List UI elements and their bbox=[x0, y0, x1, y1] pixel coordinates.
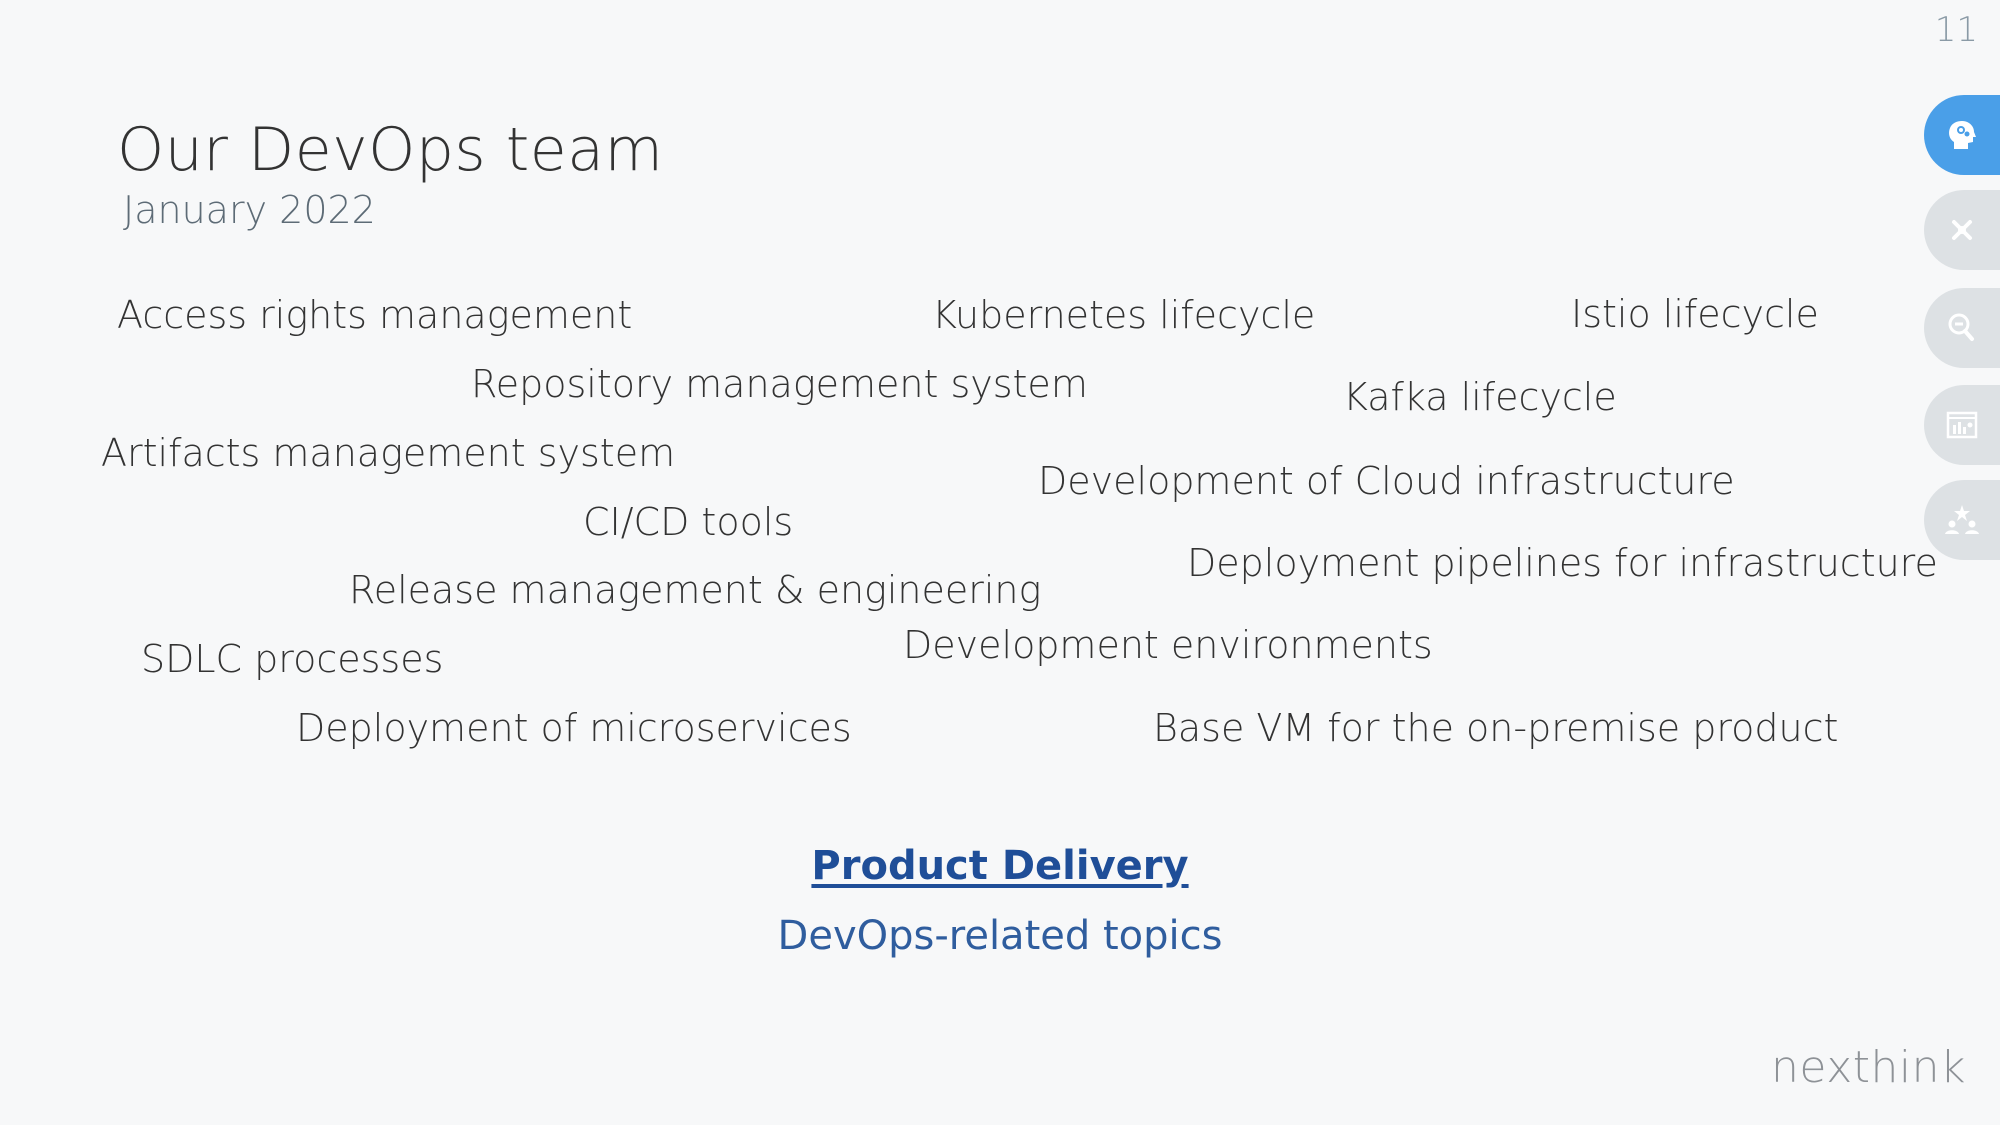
topic-cicd: CI/CD tools bbox=[583, 500, 794, 544]
slide-subtitle: January 2022 bbox=[123, 188, 376, 232]
topic-dev-environments: Development environments bbox=[903, 623, 1433, 667]
team-star-icon bbox=[1945, 505, 1979, 534]
topic-kubernetes: Kubernetes lifecycle bbox=[932, 293, 1316, 337]
topic-repository: Repository management system bbox=[471, 362, 1088, 406]
topic-cloud-infra: Development of Cloud infrastructure bbox=[1038, 459, 1735, 503]
topic-kafka: Kafka lifecycle bbox=[1343, 375, 1617, 419]
topic-istio: Istio lifecycle bbox=[1571, 292, 1819, 336]
topic-base-vm: Base VM for the on-premise product bbox=[1153, 706, 1839, 750]
chart-icon bbox=[1946, 411, 1978, 439]
topic-access-rights: Access rights management bbox=[117, 293, 633, 337]
nav-head-gears[interactable] bbox=[1924, 95, 2000, 175]
nav-chart[interactable] bbox=[1924, 385, 2000, 465]
nexthink-logo: nexthink bbox=[1771, 1042, 1966, 1093]
tools-icon bbox=[1952, 220, 1972, 240]
topic-release-mgmt: Release management & engineering bbox=[349, 568, 1042, 612]
nav-team[interactable] bbox=[1924, 480, 2000, 560]
head-gears-icon bbox=[1949, 121, 1976, 149]
nav-search[interactable] bbox=[1924, 288, 2000, 368]
topic-artifacts: Artifacts management system bbox=[101, 431, 676, 475]
topic-deploy-pipelines: Deployment pipelines for infrastructure bbox=[1187, 541, 1938, 585]
page-number: 11 bbox=[1934, 10, 1978, 50]
devops-topics-caption: DevOps-related topics bbox=[777, 913, 1223, 959]
nav-tools[interactable] bbox=[1924, 190, 2000, 270]
topic-microservices: Deployment of microservices bbox=[296, 706, 852, 750]
topic-sdlc: SDLC processes bbox=[141, 637, 444, 681]
slide-title: Our DevOps team bbox=[117, 115, 664, 185]
product-delivery-link[interactable]: Product Delivery bbox=[811, 843, 1189, 889]
magnifier-icon bbox=[1948, 313, 1974, 341]
